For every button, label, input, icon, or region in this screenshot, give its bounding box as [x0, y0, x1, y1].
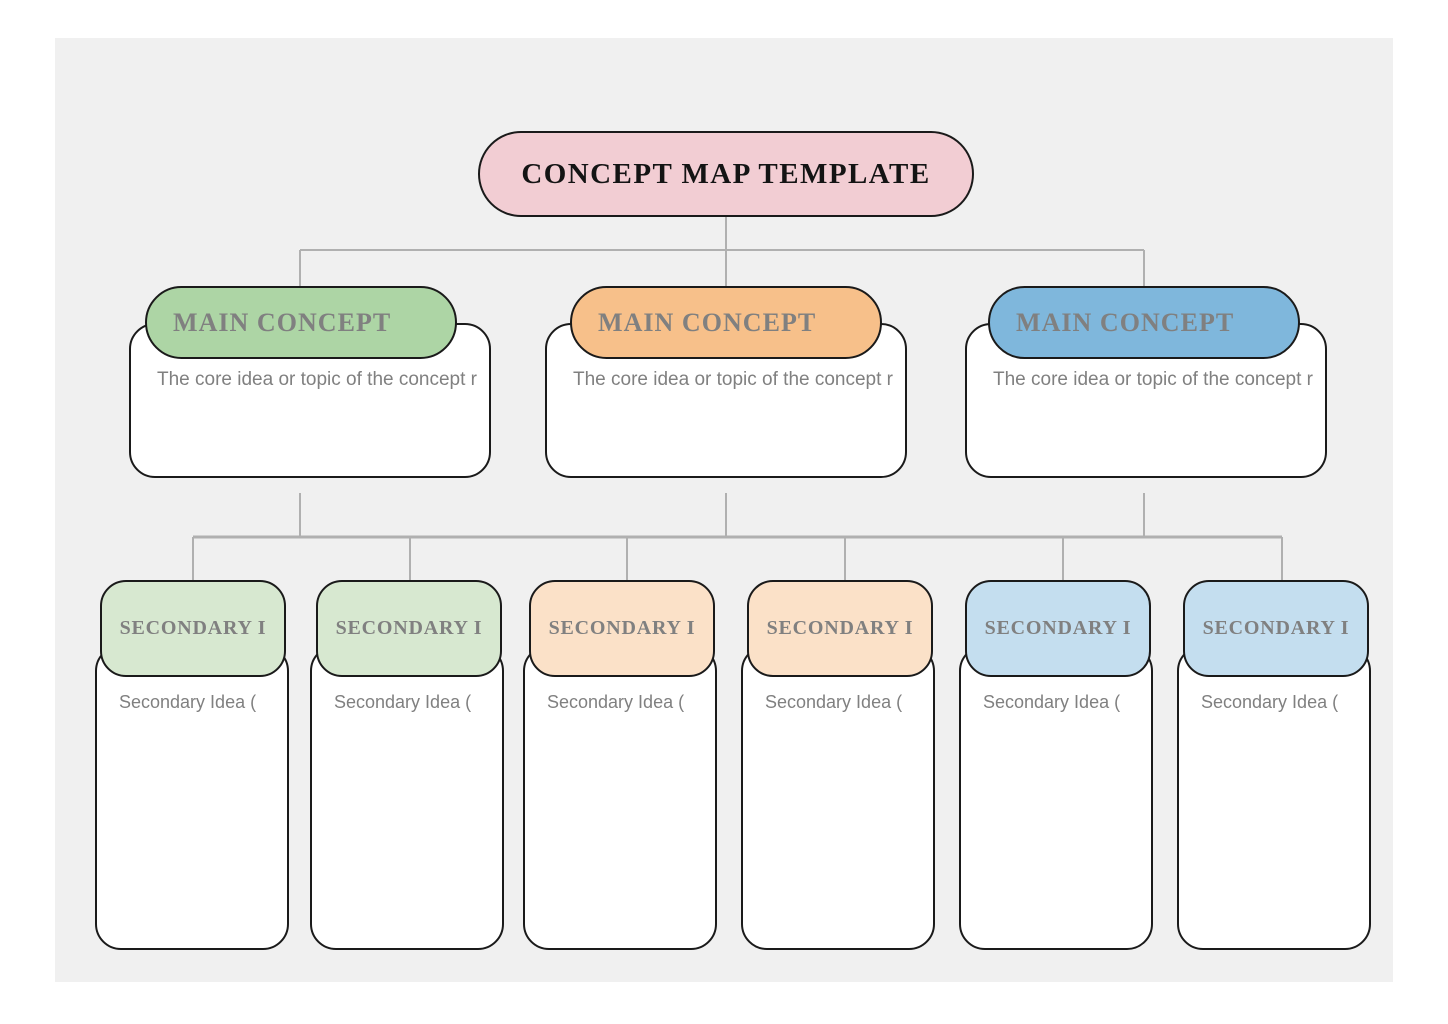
main-concept-2-header[interactable]: MAIN CONCEPT: [570, 286, 882, 359]
secondary-idea-1-label: SECONDARY I: [119, 617, 267, 639]
secondary-idea-5-card[interactable]: Secondary Idea (: [959, 645, 1153, 950]
secondary-idea-5-description: Secondary Idea (: [983, 692, 1121, 712]
secondary-idea-3-card[interactable]: Secondary Idea (: [523, 645, 717, 950]
secondary-idea-6-header[interactable]: SECONDARY I: [1183, 580, 1369, 677]
secondary-idea-4-label: SECONDARY I: [766, 617, 914, 639]
secondary-idea-5-label: SECONDARY I: [984, 617, 1132, 639]
secondary-idea-1-card[interactable]: Secondary Idea (: [95, 645, 289, 950]
main-concept-1-label: MAIN CONCEPT: [173, 307, 392, 337]
secondary-idea-2-label: SECONDARY I: [335, 617, 483, 639]
secondary-idea-4-header[interactable]: SECONDARY I: [747, 580, 933, 677]
main-concept-2-label: MAIN CONCEPT: [598, 307, 817, 337]
secondary-idea-6-card[interactable]: Secondary Idea (: [1177, 645, 1371, 950]
diagram-canvas: CONCEPT MAP TEMPLATE The core idea or to…: [55, 38, 1393, 982]
node-root-concept-map-template[interactable]: CONCEPT MAP TEMPLATE: [478, 131, 974, 217]
main-concept-1-header[interactable]: MAIN CONCEPT: [145, 286, 457, 359]
secondary-idea-6-description: Secondary Idea (: [1201, 692, 1339, 712]
secondary-idea-5-header[interactable]: SECONDARY I: [965, 580, 1151, 677]
secondary-idea-4-description: Secondary Idea (: [765, 692, 903, 712]
secondary-idea-6-label: SECONDARY I: [1202, 617, 1350, 639]
main-concept-3-description: The core idea or topic of the concept r: [993, 369, 1314, 390]
secondary-idea-3-header[interactable]: SECONDARY I: [529, 580, 715, 677]
root-node-label: CONCEPT MAP TEMPLATE: [521, 157, 931, 190]
secondary-idea-1-description: Secondary Idea (: [119, 692, 257, 712]
main-concept-1-description: The core idea or topic of the concept r: [157, 369, 478, 390]
main-concept-2-description: The core idea or topic of the concept r: [573, 369, 894, 390]
secondary-idea-2-description: Secondary Idea (: [334, 692, 472, 712]
secondary-idea-2-header[interactable]: SECONDARY I: [316, 580, 502, 677]
secondary-idea-2-card[interactable]: Secondary Idea (: [310, 645, 504, 950]
main-concept-3-header[interactable]: MAIN CONCEPT: [988, 286, 1300, 359]
main-concept-3-label: MAIN CONCEPT: [1016, 307, 1235, 337]
secondary-idea-3-description: Secondary Idea (: [547, 692, 685, 712]
secondary-idea-1-header[interactable]: SECONDARY I: [100, 580, 286, 677]
secondary-idea-3-label: SECONDARY I: [548, 617, 696, 639]
secondary-idea-4-card[interactable]: Secondary Idea (: [741, 645, 935, 950]
